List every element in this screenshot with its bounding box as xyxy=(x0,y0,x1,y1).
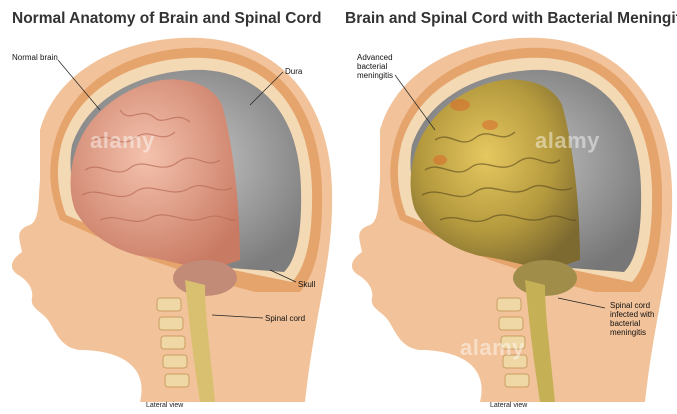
label-skull: Skull xyxy=(298,280,316,289)
title-bacterial-meningitis: Brain and Spinal Cord with Bacterial Men… xyxy=(345,10,677,27)
brain-normal xyxy=(70,79,240,271)
label-spinal-cord: Spinal cord xyxy=(265,314,306,323)
watermark-logo: alamy xyxy=(90,128,155,153)
label-lateral-view-right: Lateral view xyxy=(490,402,528,409)
label-lateral-view-left: Lateral view xyxy=(146,402,184,409)
vertebrae xyxy=(496,297,530,388)
watermark-logo: alamy xyxy=(535,128,600,153)
label-dura: Dura xyxy=(285,67,303,76)
label-advanced-meningitis: Advanced bacterial meningitis xyxy=(357,53,394,80)
watermark-logo: alamy xyxy=(460,335,525,360)
label-normal-brain: Normal brain xyxy=(12,53,58,62)
spinal-cord xyxy=(185,280,215,402)
label-spinal-cord-infected: Spinal cord infected with bacterial meni… xyxy=(610,301,655,337)
vertebrae xyxy=(156,297,190,388)
brain-infected xyxy=(410,79,580,271)
meningitis-head-illustration xyxy=(351,37,673,402)
normal-head-illustration xyxy=(11,37,333,402)
title-normal-anatomy: Normal Anatomy of Brain and Spinal Cord xyxy=(12,10,322,27)
spinal-cord-infected xyxy=(525,280,555,402)
